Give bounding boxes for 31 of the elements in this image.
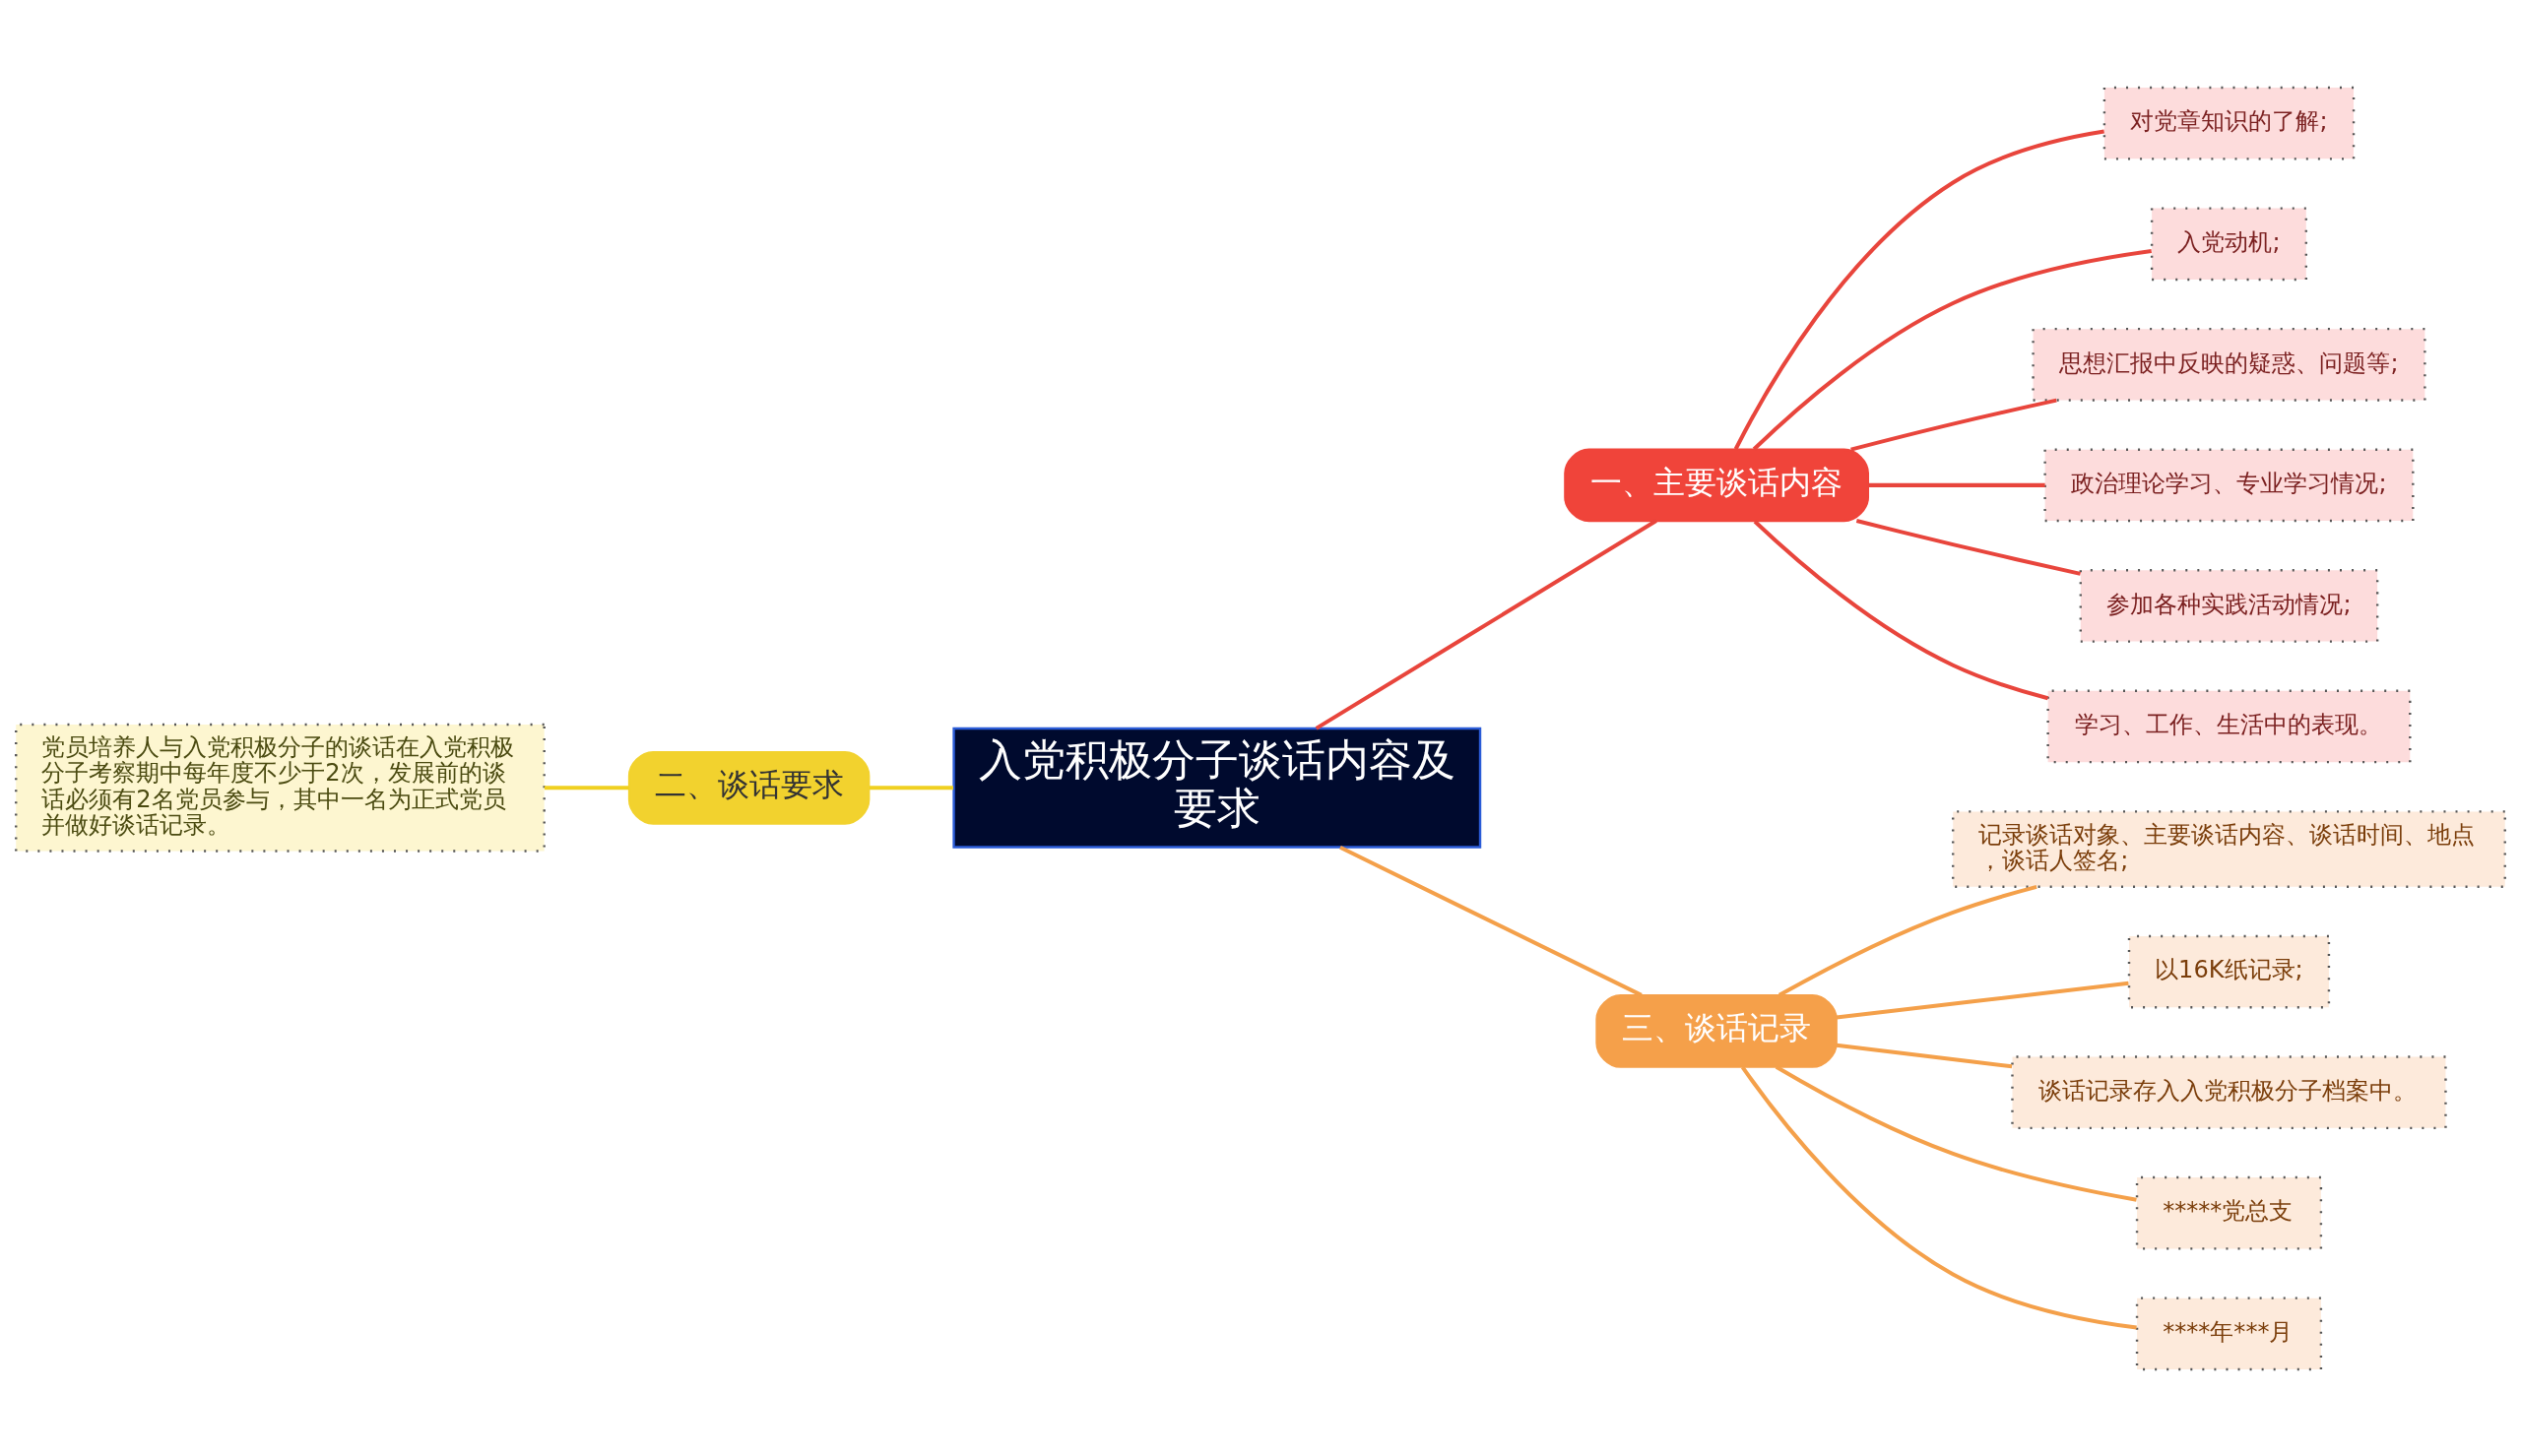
connector [1752, 248, 2152, 451]
node-box: 记录谈话对象、主要谈话内容、谈话时间、地点，谈话人签名; [1952, 809, 2506, 888]
connector [544, 785, 629, 790]
node-box: 入党动机; [2150, 206, 2308, 281]
connector [1753, 519, 2049, 700]
node-box: 党员培养人与入党积极分子的谈话在入党积极分子考察期中每年度不少于2次，发展前的谈话必须有2名党员参与，其中一名为正式党员并做好谈话记录。 [15, 723, 546, 853]
connector [1740, 1065, 2137, 1330]
node-box: 谈话记录存入入党积极分子档案中。 [2011, 1054, 2447, 1129]
connector [1733, 129, 2104, 450]
node-box: 以16K纸记录; [2127, 934, 2331, 1008]
node-box: 三、谈话记录 [1595, 993, 1838, 1068]
connector [1836, 981, 2129, 1019]
connector [1836, 1043, 2013, 1068]
node-box: *****党总支 [2135, 1175, 2323, 1250]
connector [869, 785, 953, 790]
connector [1339, 845, 1643, 997]
connector [1868, 482, 2045, 487]
node-box: 学习、工作、生活中的表现。 [2046, 689, 2412, 763]
connector [1315, 518, 1657, 730]
node-box: 对党章知识的了解; [2102, 86, 2356, 160]
node-box: 思想汇报中反映的疑惑、问题等; [2032, 327, 2426, 402]
node-box: ****年***月 [2135, 1296, 2323, 1370]
connector [1855, 518, 2081, 576]
connector [1778, 884, 2037, 997]
node-box: 二、谈话要求 [627, 750, 871, 825]
node-box: 一、主要谈话内容 [1564, 448, 1869, 522]
connector [1775, 1064, 2137, 1202]
connector [1850, 398, 2057, 452]
node-box: 参加各种实践活动情况; [2079, 568, 2379, 643]
node-box: 入党积极分子谈话内容及要求 [952, 727, 1482, 849]
node-box: 政治理论学习、专业学习情况; [2043, 448, 2415, 522]
